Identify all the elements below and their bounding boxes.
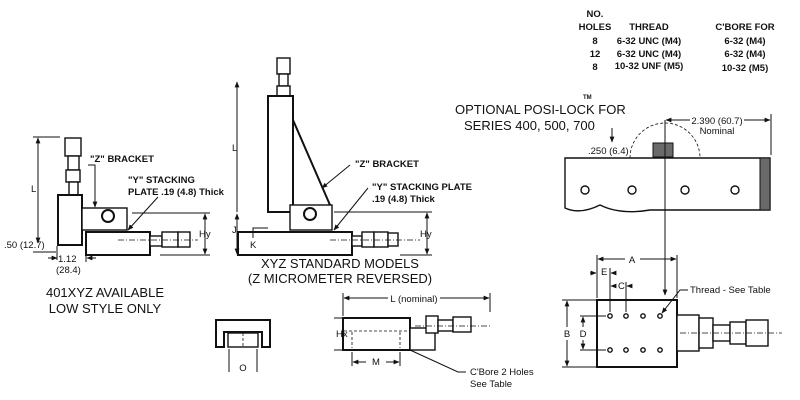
cell-thread: 6-32 UNC (M4): [617, 36, 681, 47]
table-header-holes-2: HOLES: [579, 22, 612, 33]
posi-lock-detail: TM OPTIONAL POSI-LOCK FOR SERIES 400, 50…: [455, 95, 772, 296]
dim-offset: 1.12: [58, 254, 77, 265]
cell-cbore: 10-32 (M5): [722, 63, 768, 74]
dim-offset-metric: (28.4): [56, 265, 81, 276]
plate-end: [759, 157, 771, 211]
posi-lock-plate: [564, 157, 771, 213]
dim-l-nominal: L (nominal): [390, 294, 437, 305]
dim-l: L: [232, 143, 237, 154]
posi-lock-title-1: OPTIONAL POSI-LOCK FOR: [455, 102, 626, 117]
z-stage-block: [267, 95, 294, 213]
posi-lock-knob: [652, 142, 674, 158]
table-row: 8 6-32 UNC (M4) 6-32 (M4): [592, 36, 765, 47]
low-style-model: L .50 (12.7) 1.12 (28.4) "Z" BRACKET "Y"…: [4, 136, 225, 316]
posi-lock-title-2: SERIES 400, 500, 700: [464, 118, 595, 133]
dim-hy: Hy: [420, 229, 432, 240]
dim-j: J: [232, 225, 237, 236]
cell-cbore: 6-32 (M4): [724, 36, 765, 47]
thread-holes: [607, 313, 663, 353]
y-plate-label-1: "Y" STACKING PLATE: [372, 182, 472, 193]
dim-e: E: [601, 267, 607, 278]
dim-a: A: [629, 255, 636, 266]
dim-o: O: [239, 363, 246, 374]
cell-holes: 8: [592, 36, 597, 47]
y-plate-label-2: PLATE .19 (4.8) Thick: [128, 187, 225, 198]
standard-caption-1: XYZ STANDARD MODELS: [261, 256, 419, 271]
standard-model: L J K "Z" BRACKET "Y" STACKING PLATE .19…: [232, 57, 472, 286]
end-view: O: [215, 319, 271, 374]
dim-posi-length-note: Nominal: [700, 126, 735, 137]
table-row: 12 6-32 UNC (M4) 6-32 (M4): [590, 49, 766, 60]
trademark: TM: [583, 95, 592, 101]
low-style-caption-2: LOW STYLE ONLY: [49, 301, 162, 316]
thread-table: NO. HOLES THREAD C'BORE FOR 8 6-32 UNC (…: [579, 9, 775, 74]
dim-k: K: [250, 240, 257, 251]
top-view: A E C B D Thread - See Table: [562, 255, 782, 368]
table-header-cbore: C'BORE FOR: [715, 22, 774, 33]
dim-base-height: .50 (12.7): [4, 240, 45, 251]
dim-posi-height: .250 (6.4): [588, 146, 629, 157]
dim-posi-length: 2.390 (60.7): [691, 116, 742, 127]
dim-hx: Hx: [336, 329, 348, 340]
cell-holes: 12: [590, 49, 601, 60]
standard-caption-2: (Z MICROMETER REVERSED): [248, 271, 432, 286]
y-stage-base: [85, 231, 151, 256]
low-style-caption-1: 401XYZ AVAILABLE: [46, 285, 164, 300]
dim-d: D: [580, 329, 587, 340]
dim-b: B: [564, 329, 570, 340]
side-view: L (nominal) Hx M C'Bore 2 Holes See Tabl…: [334, 293, 534, 390]
table-row: 8 10-32 UNF (M5) 10-32 (M5): [592, 61, 768, 74]
z-stage-block: [57, 194, 83, 246]
dim-l: L: [31, 184, 36, 195]
z-bracket-label: "Z" BRACKET: [355, 159, 419, 170]
y-plate-label-1: "Y" STACKING: [128, 175, 195, 186]
cbore-note-1: C'Bore 2 Holes: [470, 367, 534, 378]
cbore-note-2: See Table: [470, 379, 512, 390]
cell-cbore: 6-32 (M4): [724, 49, 765, 60]
table-header-thread: THREAD: [629, 22, 669, 33]
y-plate-label-2: .19 (4.8) Thick: [372, 194, 436, 205]
z-bracket-gusset: [292, 119, 332, 214]
detail-circle: [629, 122, 701, 159]
dim-hy: Hy: [199, 229, 211, 240]
plate-holes: [580, 185, 740, 195]
cell-holes: 8: [592, 62, 597, 73]
dim-c: C: [618, 281, 625, 292]
cell-thread: 6-32 UNC (M4): [617, 49, 681, 60]
dim-m: M: [372, 357, 380, 368]
thread-note: Thread - See Table: [690, 285, 771, 296]
cell-thread: 10-32 UNF (M5): [615, 61, 684, 72]
z-bracket-label: "Z" BRACKET: [90, 154, 154, 165]
table-header-holes-1: NO.: [587, 9, 604, 20]
